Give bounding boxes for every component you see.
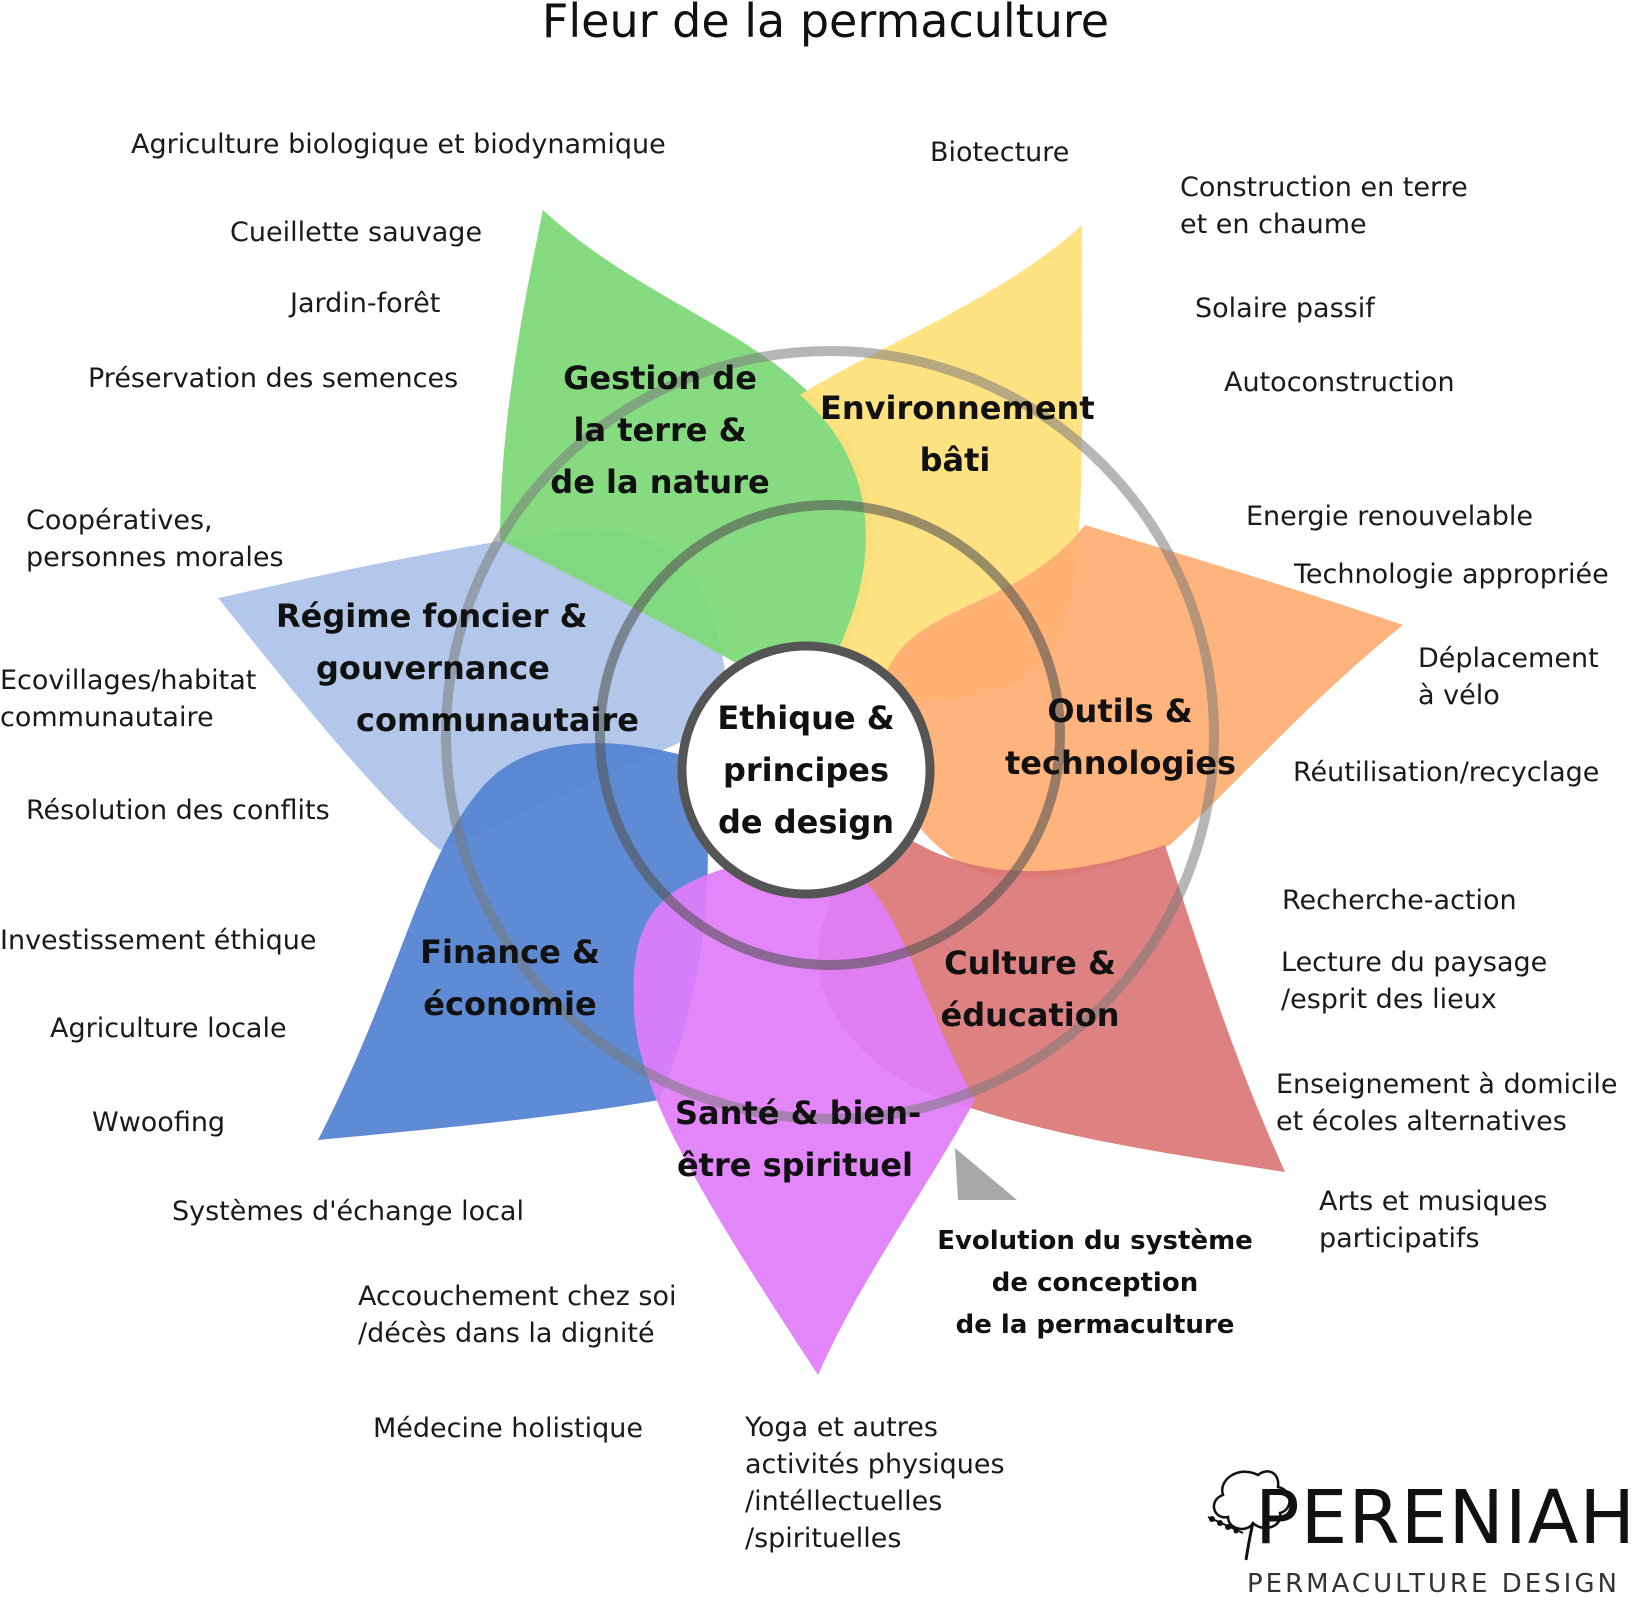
label-built-biotecture: Biotecture <box>930 137 1070 168</box>
petal-label-line: Régime foncier & <box>276 597 588 635</box>
label-finance-wwoofing: Wwoofing <box>92 1107 226 1138</box>
label-land-organic: Agriculture biologique et biodynamique <box>131 129 666 160</box>
label-land-forest: Jardin-forêt <box>290 288 441 319</box>
petal-label-line: communautaire <box>356 701 639 739</box>
center-label: Ethique & principes de design <box>706 692 906 848</box>
inner-ring <box>595 500 1065 970</box>
petal-label-line: éducation <box>940 996 1120 1034</box>
label-culture-arts: Arts et musiques participatifs <box>1319 1186 1548 1254</box>
petal-label-line: Santé & bien- <box>675 1094 922 1132</box>
petal-label-finance: Finance & économie <box>415 926 605 1030</box>
evolution-caption: Evolution du système de conception de la… <box>935 1220 1255 1346</box>
petal-label-line: la terre & <box>573 411 747 449</box>
petal-label-line: Outils & <box>1047 692 1193 730</box>
label-tenure-conflicts: Résolution des conflits <box>26 795 330 826</box>
label-land-seeds: Préservation des semences <box>88 363 459 394</box>
petal-label-line: technologies <box>1005 744 1237 782</box>
petal-label-culture: Culture & éducation <box>930 937 1130 1041</box>
label-finance-exchange: Systèmes d'échange local <box>172 1196 524 1227</box>
label-built-selfbuild: Autoconstruction <box>1224 367 1455 398</box>
petal-label-line: économie <box>423 985 597 1023</box>
petal-label-health: Santé & bien- être spirituel <box>675 1087 922 1191</box>
petal-label-line: Gestion de <box>563 359 757 397</box>
evolution-line: Evolution du système <box>937 1226 1253 1256</box>
label-culture-research: Recherche-action <box>1282 885 1517 916</box>
logo-tagline: PERMACULTURE DESIGN <box>1247 1569 1620 1599</box>
center-line: principes <box>722 751 890 789</box>
tree-logo-icon <box>1207 1470 1291 1561</box>
petal-label-line: bâti <box>919 441 991 479</box>
label-finance-local-ag: Agriculture locale <box>50 1013 287 1044</box>
diagram-title: Fleur de la permaculture <box>541 0 1110 48</box>
label-health-medicine: Médecine holistique <box>373 1413 643 1444</box>
evolution-line: de la permaculture <box>955 1310 1235 1340</box>
label-tenure-ecovillages: Ecovillages/habitat communautaire <box>0 665 257 733</box>
outer-evolution-ring <box>441 346 1219 1124</box>
petal-label-built: Environnement bâti <box>820 382 1095 486</box>
label-finance-investment: Investissement éthique <box>0 925 317 956</box>
label-tools-bike: Déplacement à vélo <box>1418 643 1599 711</box>
label-land-wild: Cueillette sauvage <box>230 217 483 248</box>
petal-label-line: Culture & <box>944 944 1116 982</box>
label-tenure-coops: Coopératives, personnes morales <box>26 505 284 573</box>
label-health-birth: Accouchement chez soi /décès dans la dig… <box>358 1281 677 1349</box>
petal-label-land: Gestion de la terre & de la nature <box>550 352 770 508</box>
label-tools-energy: Energie renouvelable <box>1246 501 1533 532</box>
petal-label-line: Environnement <box>820 389 1095 427</box>
petal-label-land-tenure: Régime foncier & gouvernance communautai… <box>270 590 690 746</box>
petal-label-line: Finance & <box>420 933 600 971</box>
label-tools-recycle: Réutilisation/recyclage <box>1293 757 1600 788</box>
evolution-line: de conception <box>991 1268 1199 1298</box>
petal-label-line: être spirituel <box>676 1146 914 1184</box>
label-tools-appropriate: Technologie appropriée <box>1294 559 1609 590</box>
petal-tools <box>878 525 1403 878</box>
petal-land <box>500 210 874 700</box>
center-line: Ethique & <box>717 699 895 737</box>
logo-name: PERENIAH <box>1255 1475 1636 1561</box>
petal-label-tools: Outils & technologies <box>1005 685 1237 789</box>
petal-label-line: de la nature <box>550 463 770 501</box>
label-built-earth: Construction en terre et en chaume <box>1180 172 1468 240</box>
petal-built <box>800 225 1083 703</box>
center-line: de design <box>717 803 895 841</box>
label-culture-landscape: Lecture du paysage /esprit des lieux <box>1281 947 1548 1015</box>
label-health-yoga: Yoga et autres activités physiques /inté… <box>745 1412 1005 1554</box>
center-disc <box>677 641 935 899</box>
label-culture-homeschool: Enseignement à domicile et écoles altern… <box>1276 1069 1618 1137</box>
label-built-solar: Solaire passif <box>1195 293 1375 324</box>
petal-label-line: gouvernance <box>316 649 550 687</box>
evolution-arrow-icon <box>955 1148 1017 1200</box>
petal-finance <box>318 743 708 1140</box>
